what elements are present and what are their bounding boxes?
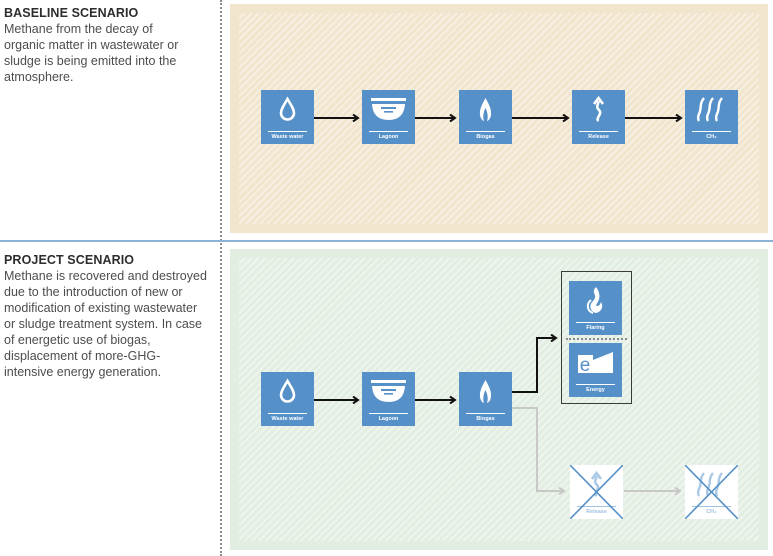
- node-label: Lagoon: [378, 134, 399, 140]
- cross-out-icon: [570, 465, 623, 519]
- baseline-description: Methane from the decay of organic matter…: [4, 22, 179, 84]
- horizontal-divider: [0, 240, 773, 242]
- flame-icon: [479, 98, 492, 121]
- flaring-icon: [586, 287, 603, 314]
- node-label: Release: [586, 509, 607, 515]
- svg-text:e: e: [580, 355, 591, 376]
- project-description-block: PROJECT SCENARIO Methane is recovered an…: [4, 252, 214, 380]
- baseline-description-block: BASELINE SCENARIO Methane from the decay…: [4, 5, 214, 85]
- node-label: Release: [588, 134, 609, 140]
- vertical-divider: [220, 0, 222, 556]
- project-description: Methane is recovered and destroyed due t…: [4, 269, 207, 379]
- node-label: Energy: [586, 387, 605, 393]
- node-label: CH₄: [706, 509, 717, 515]
- baseline-title: BASELINE SCENARIO: [4, 6, 139, 20]
- node-label: Biogas: [476, 134, 495, 140]
- node-label: Waste water: [271, 134, 304, 140]
- baseline-node-lagoon: Lagoon: [362, 90, 415, 144]
- baseline-node-waste-water: Waste water: [261, 90, 314, 144]
- project-node-lagoon: Lagoon: [362, 372, 415, 426]
- release-arrow-icon: [592, 95, 605, 122]
- energy-icon: e: [578, 352, 613, 376]
- baseline-node-ch4: CH₄: [685, 90, 738, 144]
- baseline-node-release: Release: [572, 90, 625, 144]
- project-node-biogas: Biogas: [459, 372, 512, 426]
- lagoon-icon: [371, 380, 406, 402]
- outcomes-separator: [566, 338, 627, 340]
- flame-icon: [479, 380, 492, 403]
- project-node-waste-water: Waste water: [261, 372, 314, 426]
- node-label: Biogas: [476, 416, 495, 422]
- project-node-flaring: Flaring: [569, 281, 622, 335]
- project-node-release-avoided: Release: [570, 465, 623, 519]
- methane-waves-icon: [696, 97, 723, 122]
- node-label: Waste water: [271, 416, 304, 422]
- project-title: PROJECT SCENARIO: [4, 253, 135, 267]
- cross-out-icon: [685, 465, 738, 519]
- node-label: Flaring: [586, 325, 605, 331]
- baseline-node-biogas: Biogas: [459, 90, 512, 144]
- lagoon-icon: [371, 98, 406, 120]
- project-node-energy: e Energy: [569, 343, 622, 397]
- outcomes-bracket: [561, 271, 632, 404]
- project-node-ch4-avoided: CH₄: [685, 465, 738, 519]
- water-drop-icon: [279, 96, 296, 121]
- node-label: CH₄: [706, 134, 717, 140]
- node-label: Lagoon: [378, 416, 399, 422]
- water-drop-icon: [279, 378, 296, 403]
